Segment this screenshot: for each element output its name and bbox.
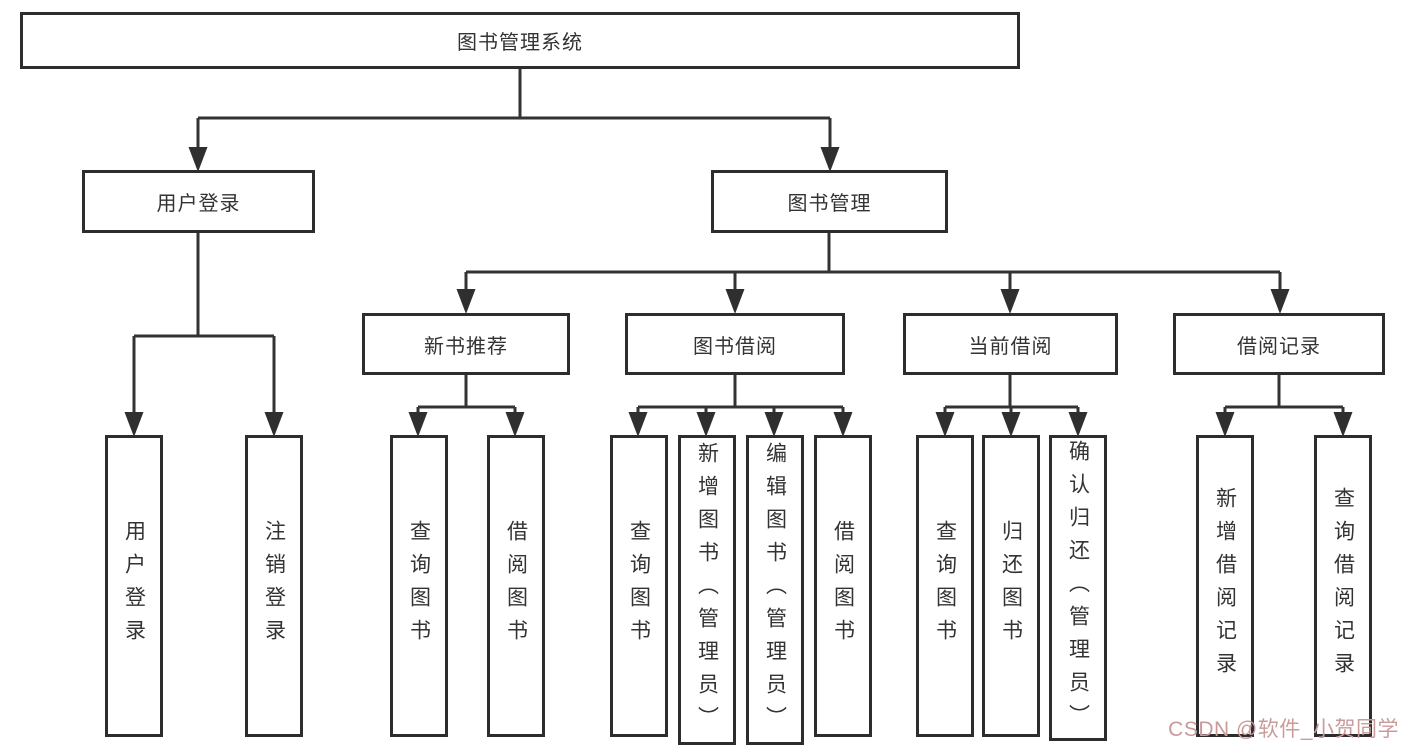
- node-user-login-branch: 用户登录: [82, 170, 315, 233]
- leaf-nbr-borrow-books-label: 借阅图书: [504, 520, 528, 652]
- leaf-bb-borrow-books-label: 借阅图书: [831, 520, 855, 652]
- node-new-book-recommendation: 新书推荐: [362, 313, 570, 375]
- leaf-cb-query-books: 查询图书: [916, 435, 974, 737]
- leaf-br-add-record-label: 新增借阅记录: [1213, 487, 1237, 685]
- leaf-cb-query-books-label: 查询图书: [933, 520, 957, 652]
- node-book-management-branch: 图书管理: [711, 170, 948, 233]
- leaf-br-query-record-label: 查询借阅记录: [1331, 487, 1355, 685]
- leaf-bb-query-books: 查询图书: [610, 435, 668, 737]
- leaf-logout: 注销登录: [245, 435, 303, 737]
- leaf-user-login-label: 用户登录: [122, 520, 146, 652]
- csdn-watermark: CSDN @软件_小贺同学: [1168, 718, 1399, 741]
- leaf-bb-add-books-admin: 新增图书（管理员）: [678, 435, 736, 745]
- leaf-bb-edit-books-admin: 编辑图书（管理员）: [746, 435, 804, 745]
- leaf-cb-confirm-return-admin-label: 确认归还（管理员）: [1066, 439, 1090, 737]
- node-library-management-system: 图书管理系统: [20, 12, 1020, 69]
- leaf-nbr-query-books: 查询图书: [390, 435, 448, 737]
- leaf-br-query-record: 查询借阅记录: [1314, 435, 1372, 737]
- leaf-cb-return-books-label: 归还图书: [999, 520, 1023, 652]
- leaf-logout-label: 注销登录: [262, 520, 286, 652]
- leaf-nbr-borrow-books: 借阅图书: [487, 435, 545, 737]
- leaf-nbr-query-books-label: 查询图书: [407, 520, 431, 652]
- leaf-br-add-record: 新增借阅记录: [1196, 435, 1254, 737]
- leaf-cb-confirm-return-admin: 确认归还（管理员）: [1049, 435, 1107, 741]
- leaf-user-login: 用户登录: [105, 435, 163, 737]
- leaf-cb-return-books: 归还图书: [982, 435, 1040, 737]
- leaf-bb-edit-books-admin-label: 编辑图书（管理员）: [763, 441, 787, 739]
- node-borrowing-records: 借阅记录: [1173, 313, 1385, 375]
- leaf-bb-query-books-label: 查询图书: [627, 520, 651, 652]
- node-current-borrowing: 当前借阅: [903, 313, 1118, 375]
- node-book-borrowing: 图书借阅: [625, 313, 845, 375]
- leaf-bb-add-books-admin-label: 新增图书（管理员）: [695, 441, 719, 739]
- leaf-bb-borrow-books: 借阅图书: [814, 435, 872, 737]
